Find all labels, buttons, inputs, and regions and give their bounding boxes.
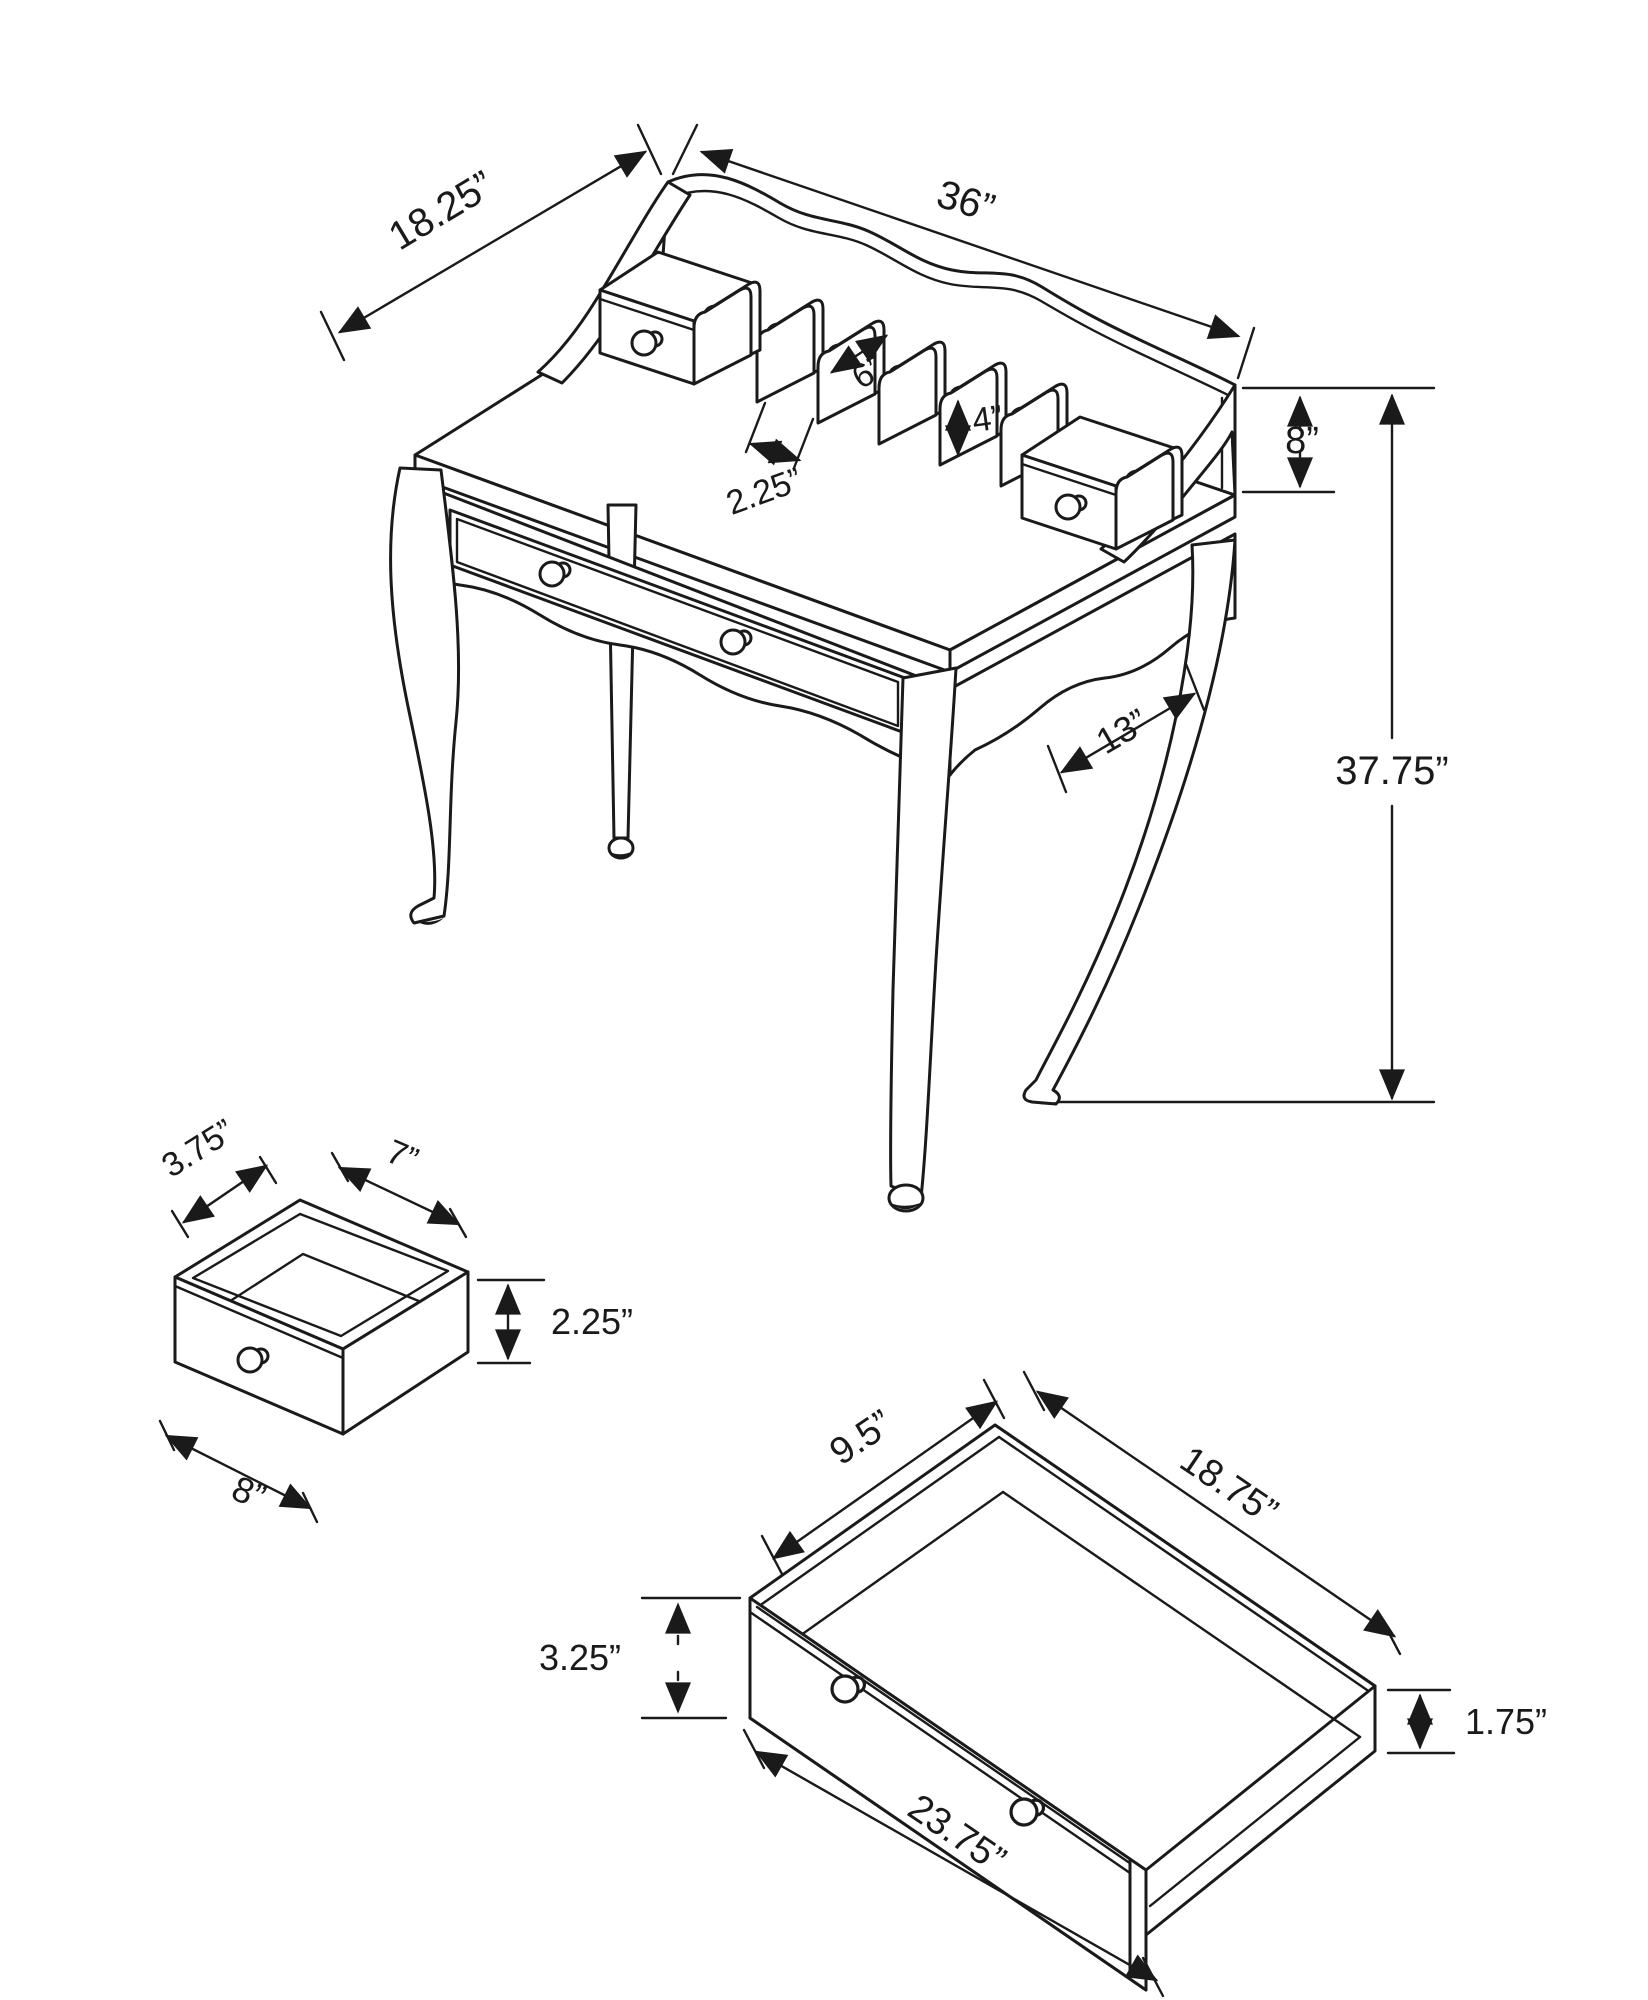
desk-left-leg — [389, 466, 461, 925]
dim-large-width: 18.75” — [1172, 1439, 1285, 1534]
desk-right-leg — [1022, 538, 1237, 1106]
small-drawer-view: 3.75” 7” 2.25” 8” — [155, 1112, 633, 1524]
hutch-drawer-right — [1020, 415, 1184, 551]
dim-leg-opening: 13” — [1089, 700, 1155, 762]
dim-overall-height: 37.75” — [1335, 749, 1448, 793]
dim-slot-height: 4” — [970, 398, 1005, 440]
dim-desk-depth: 18.25” — [381, 163, 501, 259]
dim-small-depth: 3.75” — [155, 1112, 241, 1185]
dim-small-width: 7” — [381, 1132, 424, 1179]
dim-small-height: 2.25” — [551, 1301, 633, 1342]
dim-large-side-height: 1.75” — [1465, 1701, 1547, 1742]
dim-small-front-width: 8” — [226, 1467, 271, 1517]
dim-large-depth: 9.5” — [822, 1402, 900, 1473]
large-drawer-view: 9.5” 18.75” 3.25” 23.75” 1.75” — [539, 1370, 1547, 1998]
dim-hutch-height: 8” — [1285, 420, 1319, 462]
dim-large-front-height: 3.25” — [539, 1637, 621, 1678]
dim-desk-width: 36” — [932, 172, 1000, 231]
desk-front-leg — [887, 666, 958, 1213]
desk-view: 18.25” 36” 6” 4” 2.25” 8” — [319, 123, 1449, 1213]
desk-top — [413, 298, 1237, 674]
